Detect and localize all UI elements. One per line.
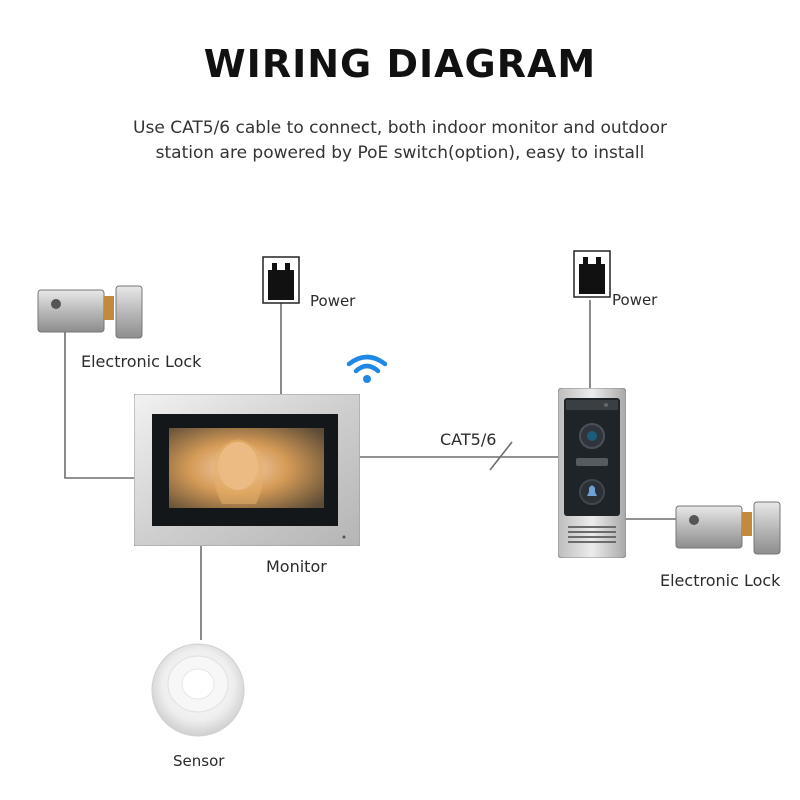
label-lock-right: Electronic Lock (660, 571, 781, 590)
power-adapter-icon (262, 256, 300, 304)
subtitle: Use CAT5/6 cable to connect, both indoor… (0, 116, 800, 166)
bell-icon (587, 485, 597, 496)
electronic-lock-icon (675, 501, 781, 555)
page-title: WIRING DIAGRAM (203, 42, 597, 86)
label-monitor: Monitor (266, 557, 327, 576)
indoor-monitor (134, 394, 360, 546)
label-cable: CAT5/6 (440, 430, 497, 449)
label-lock-left: Electronic Lock (81, 352, 202, 371)
sensor-device (151, 643, 245, 737)
outdoor-station (558, 388, 626, 558)
cable-slash (489, 441, 513, 471)
label-power-right: Power (612, 291, 658, 309)
label-power-left: Power (310, 292, 356, 310)
label-sensor: Sensor (173, 752, 225, 770)
wire-lock-left (64, 326, 136, 479)
electronic-lock-icon (37, 285, 143, 339)
subtitle-line-1: Use CAT5/6 cable to connect, both indoor… (133, 118, 667, 138)
subtitle-line-2: station are powered by PoE switch(option… (155, 143, 645, 163)
wifi-icon (346, 354, 388, 383)
power-adapter-icon (573, 250, 611, 298)
